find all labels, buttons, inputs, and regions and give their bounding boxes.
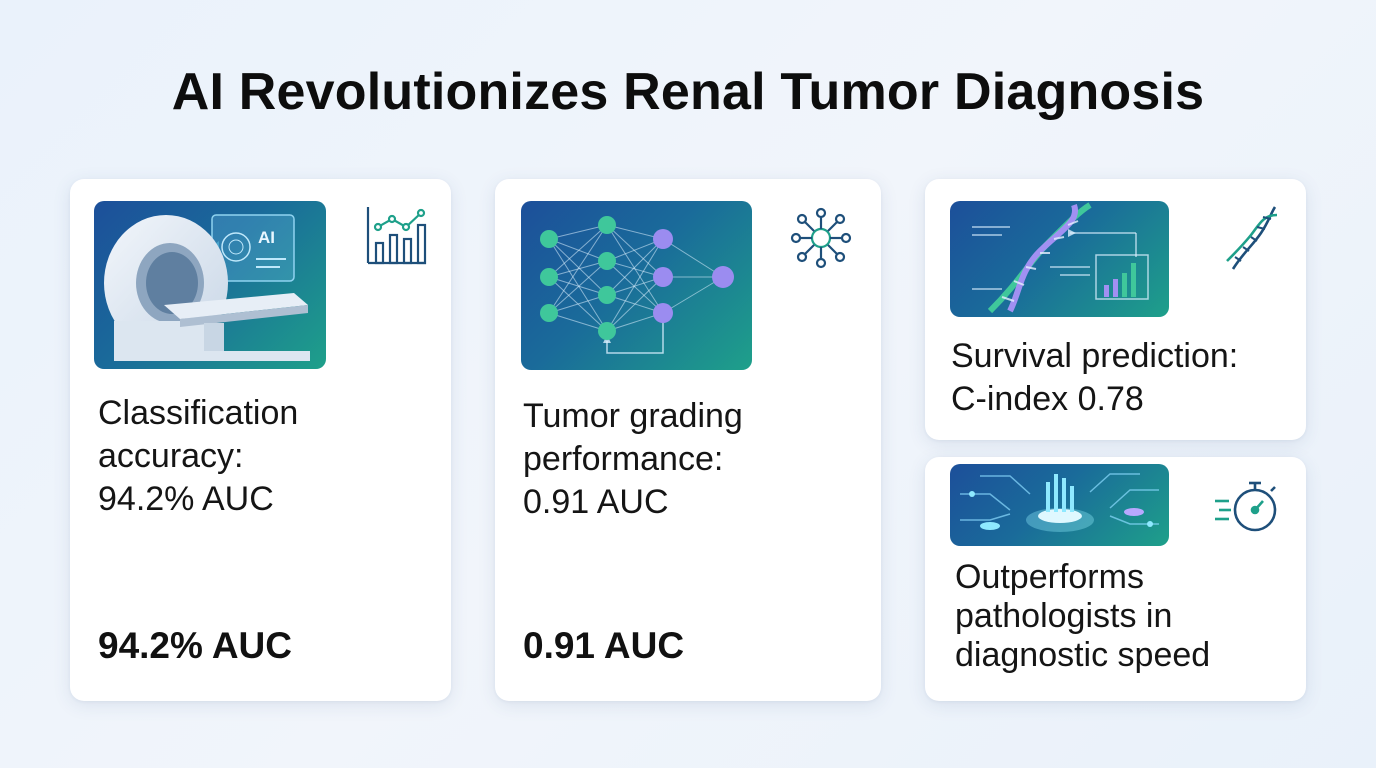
neural-network-illustration — [521, 201, 752, 370]
survival-prediction-card: Survival prediction: C-index 0.78 — [925, 179, 1306, 440]
diagnostic-speed-card: Outperforms pathologists in diagnostic s… — [925, 457, 1306, 701]
stat-line: performance: — [523, 440, 724, 478]
classification-card: AI — [70, 179, 451, 701]
stat-line: 0.91 AUC — [523, 483, 669, 521]
stat-line: Tumor grading — [523, 397, 743, 435]
ct-scanner-illustration: AI — [94, 201, 326, 369]
circuit-chip-illustration — [950, 464, 1169, 546]
tumor-grading-stat: Tumor grading performance: 0.91 AUC — [523, 395, 743, 524]
stat-line: Survival prediction: — [951, 337, 1239, 375]
dna-analysis-illustration — [950, 201, 1169, 317]
stat-line: Classification — [98, 394, 299, 432]
ai-screen-text: AI — [258, 228, 275, 247]
classification-highlight: 94.2% AUC — [98, 625, 292, 666]
tumor-grading-card: Tumor grading performance: 0.91 AUC 0.91… — [495, 179, 881, 701]
stopwatch-icon — [1213, 477, 1283, 537]
page-title: AI Revolutionizes Renal Tumor Diagnosis — [171, 63, 1205, 121]
network-icon — [788, 207, 854, 269]
line-chart-icon — [366, 205, 428, 265]
diagnostic-speed-stat: Outperforms pathologists in diagnostic s… — [955, 558, 1210, 675]
stat-line: accuracy: — [98, 437, 244, 475]
survival-prediction-stat: Survival prediction: C-index 0.78 — [951, 335, 1238, 421]
dna-icon — [1223, 205, 1281, 271]
stat-line: diagnostic speed — [955, 636, 1211, 674]
stat-line: pathologists in — [955, 597, 1173, 635]
stat-line: 94.2% AUC — [98, 480, 274, 518]
stat-line: Outperforms — [955, 558, 1144, 596]
classification-stat: Classification accuracy: 94.2% AUC — [98, 392, 298, 521]
stat-line: C-index 0.78 — [951, 380, 1144, 418]
tumor-grading-highlight: 0.91 AUC — [523, 625, 685, 666]
